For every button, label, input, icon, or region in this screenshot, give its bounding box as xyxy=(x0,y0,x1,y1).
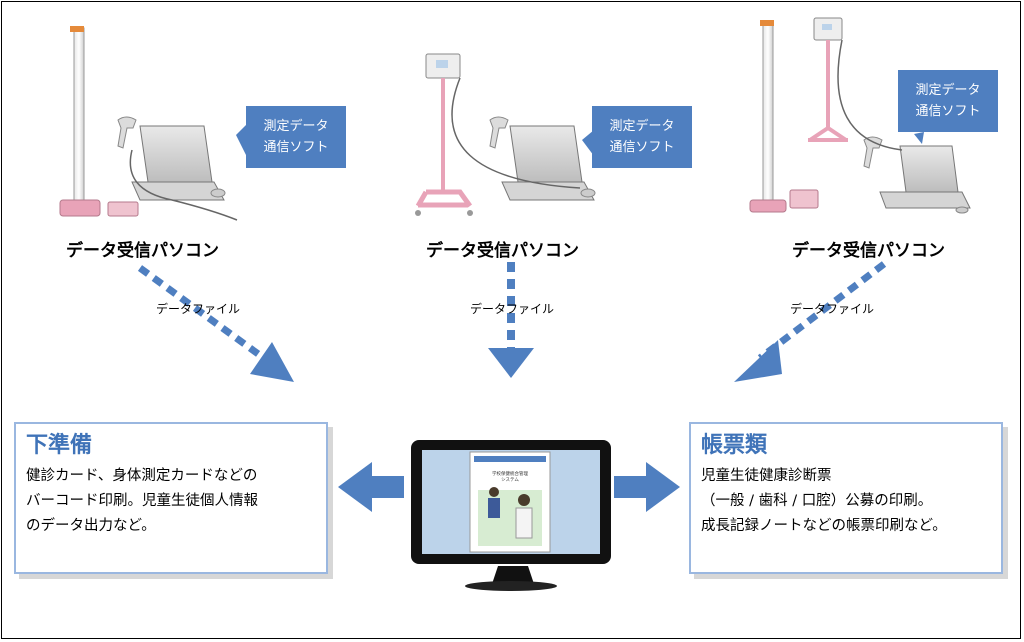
data-file-arrow-3 xyxy=(734,261,887,382)
height-display-2 xyxy=(415,53,473,216)
stadiometer-1 xyxy=(59,26,139,217)
data-file-arrow-1 xyxy=(137,265,294,382)
forms-panel: 帳票類 児童生徒健康診断票 （一般 / 歯科 / 口腔）公募の印刷。 成長記録ノ… xyxy=(689,422,1003,574)
software-callout-1-text: 測定データ 通信ソフト xyxy=(263,119,329,155)
barcode-scanner-1 xyxy=(117,116,137,149)
preparation-panel-title: 下準備 xyxy=(26,433,93,458)
pc-label-3: データ受信パソコン xyxy=(792,241,945,261)
laptop-1 xyxy=(131,125,226,201)
data-file-label-2: データファイル xyxy=(470,302,555,316)
data-file-label-1: データファイル xyxy=(156,302,241,316)
monitor-screen-title: 学校保健統合管理 xyxy=(492,470,528,477)
monitor-screen-subtitle: システム xyxy=(501,477,519,483)
barcode-scanner-2 xyxy=(489,116,509,149)
laptop-2 xyxy=(501,125,596,201)
software-callout-2: 測定データ 通信ソフト xyxy=(592,106,692,168)
preparation-panel-body: 健診カード、身体測定カードなどの バーコード印刷。児童生徒個人情報 のデータ出力… xyxy=(26,468,258,534)
arrow-to-left-panel xyxy=(338,462,404,512)
monitor xyxy=(411,440,611,591)
preparation-panel: 下準備 健診カード、身体測定カードなどの バーコード印刷。児童生徒個人情報 のデ… xyxy=(14,422,328,574)
pc-label-2: データ受信パソコン xyxy=(426,241,579,261)
height-display-3 xyxy=(808,17,848,142)
laptop-3 xyxy=(879,145,971,214)
data-file-arrow-2 xyxy=(488,262,534,378)
data-file-label-3: データファイル xyxy=(790,302,875,316)
stadiometer-3 xyxy=(749,20,819,213)
forms-panel-title: 帳票類 xyxy=(701,433,768,458)
pc-label-1: データ受信パソコン xyxy=(66,241,219,261)
software-callout-2-text: 測定データ 通信ソフト xyxy=(609,119,675,155)
forms-panel-body: 児童生徒健康診断票 （一般 / 歯科 / 口腔）公募の印刷。 成長記録ノートなど… xyxy=(701,468,947,534)
arrow-to-right-panel xyxy=(614,462,680,512)
software-callout-3: 測定データ 通信ソフト xyxy=(898,70,998,132)
software-callout-1: 測定データ 通信ソフト xyxy=(246,106,346,168)
software-callout-3-text: 測定データ 通信ソフト xyxy=(915,83,981,119)
